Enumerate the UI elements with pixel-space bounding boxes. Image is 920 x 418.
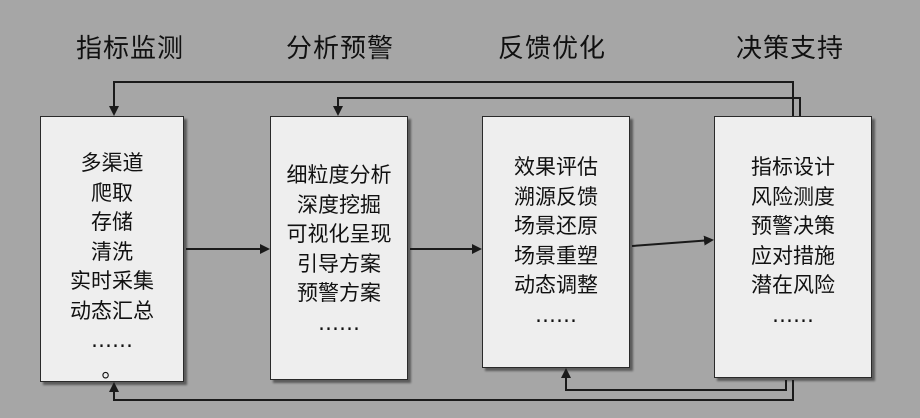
box-feedback-optimization: 效果评估 溯源反馈 场景还原 场景重塑 动态调整 …… (482, 116, 630, 368)
feedback-item: …… (535, 302, 577, 327)
monitoring-item: 清洗 (91, 239, 133, 264)
box-analysis-warning: 细粒度分析 深度挖掘 可视化呈现 引导方案 预警方案 …… (270, 116, 408, 380)
stage-title-decision-support: 决策支持 (735, 34, 844, 64)
feedback-item: 场景重塑 (514, 243, 598, 268)
arrow-feedback-to-decision (631, 235, 714, 247)
loop-decision-to-feedback-bottom (561, 368, 787, 391)
analysis-item: 可视化呈现 (286, 222, 392, 246)
decision-item: 应对措施 (751, 243, 835, 268)
box-monitoring: 多渠道 爬取 存储 清洗 实时采集 动态汇总 …… 。 (40, 116, 184, 382)
loop-decision-to-monitoring-bottom (109, 380, 794, 401)
decision-item: 潜在风险 (751, 273, 835, 297)
monitoring-item: 存储 (91, 210, 133, 234)
box-decision-support: 指标设计 风险测度 预警决策 应对措施 潜在风险 …… (714, 116, 872, 378)
monitoring-item: 。 (101, 357, 123, 382)
monitoring-item: 动态汇总 (70, 298, 154, 323)
analysis-item: 细粒度分析 (286, 163, 392, 187)
decision-item: 风险测度 (751, 184, 835, 209)
stage-title-analysis-warning: 分析预警 (285, 34, 394, 64)
decision-item: 预警决策 (751, 214, 835, 238)
analysis-item: 深度挖掘 (297, 192, 381, 217)
analysis-item: 引导方案 (297, 251, 381, 276)
feedback-item: 动态调整 (514, 273, 598, 297)
decision-item: …… (772, 302, 814, 327)
feedback-item: 效果评估 (514, 155, 598, 179)
loop-decision-to-analysis-top (333, 97, 801, 116)
monitoring-item: 爬取 (91, 180, 133, 205)
monitoring-item: …… (91, 328, 133, 352)
monitoring-item: 多渠道 (80, 151, 144, 175)
analysis-item: 预警方案 (297, 281, 381, 305)
analysis-item: …… (318, 310, 360, 335)
monitoring-item: 实时采集 (70, 269, 154, 293)
feedback-item: 场景还原 (514, 214, 598, 238)
decision-item: 指标设计 (751, 155, 835, 179)
feedback-item: 溯源反馈 (514, 184, 598, 209)
stage-title-monitoring: 指标监测 (75, 34, 184, 64)
stage-title-feedback-optimization: 反馈优化 (497, 34, 606, 64)
